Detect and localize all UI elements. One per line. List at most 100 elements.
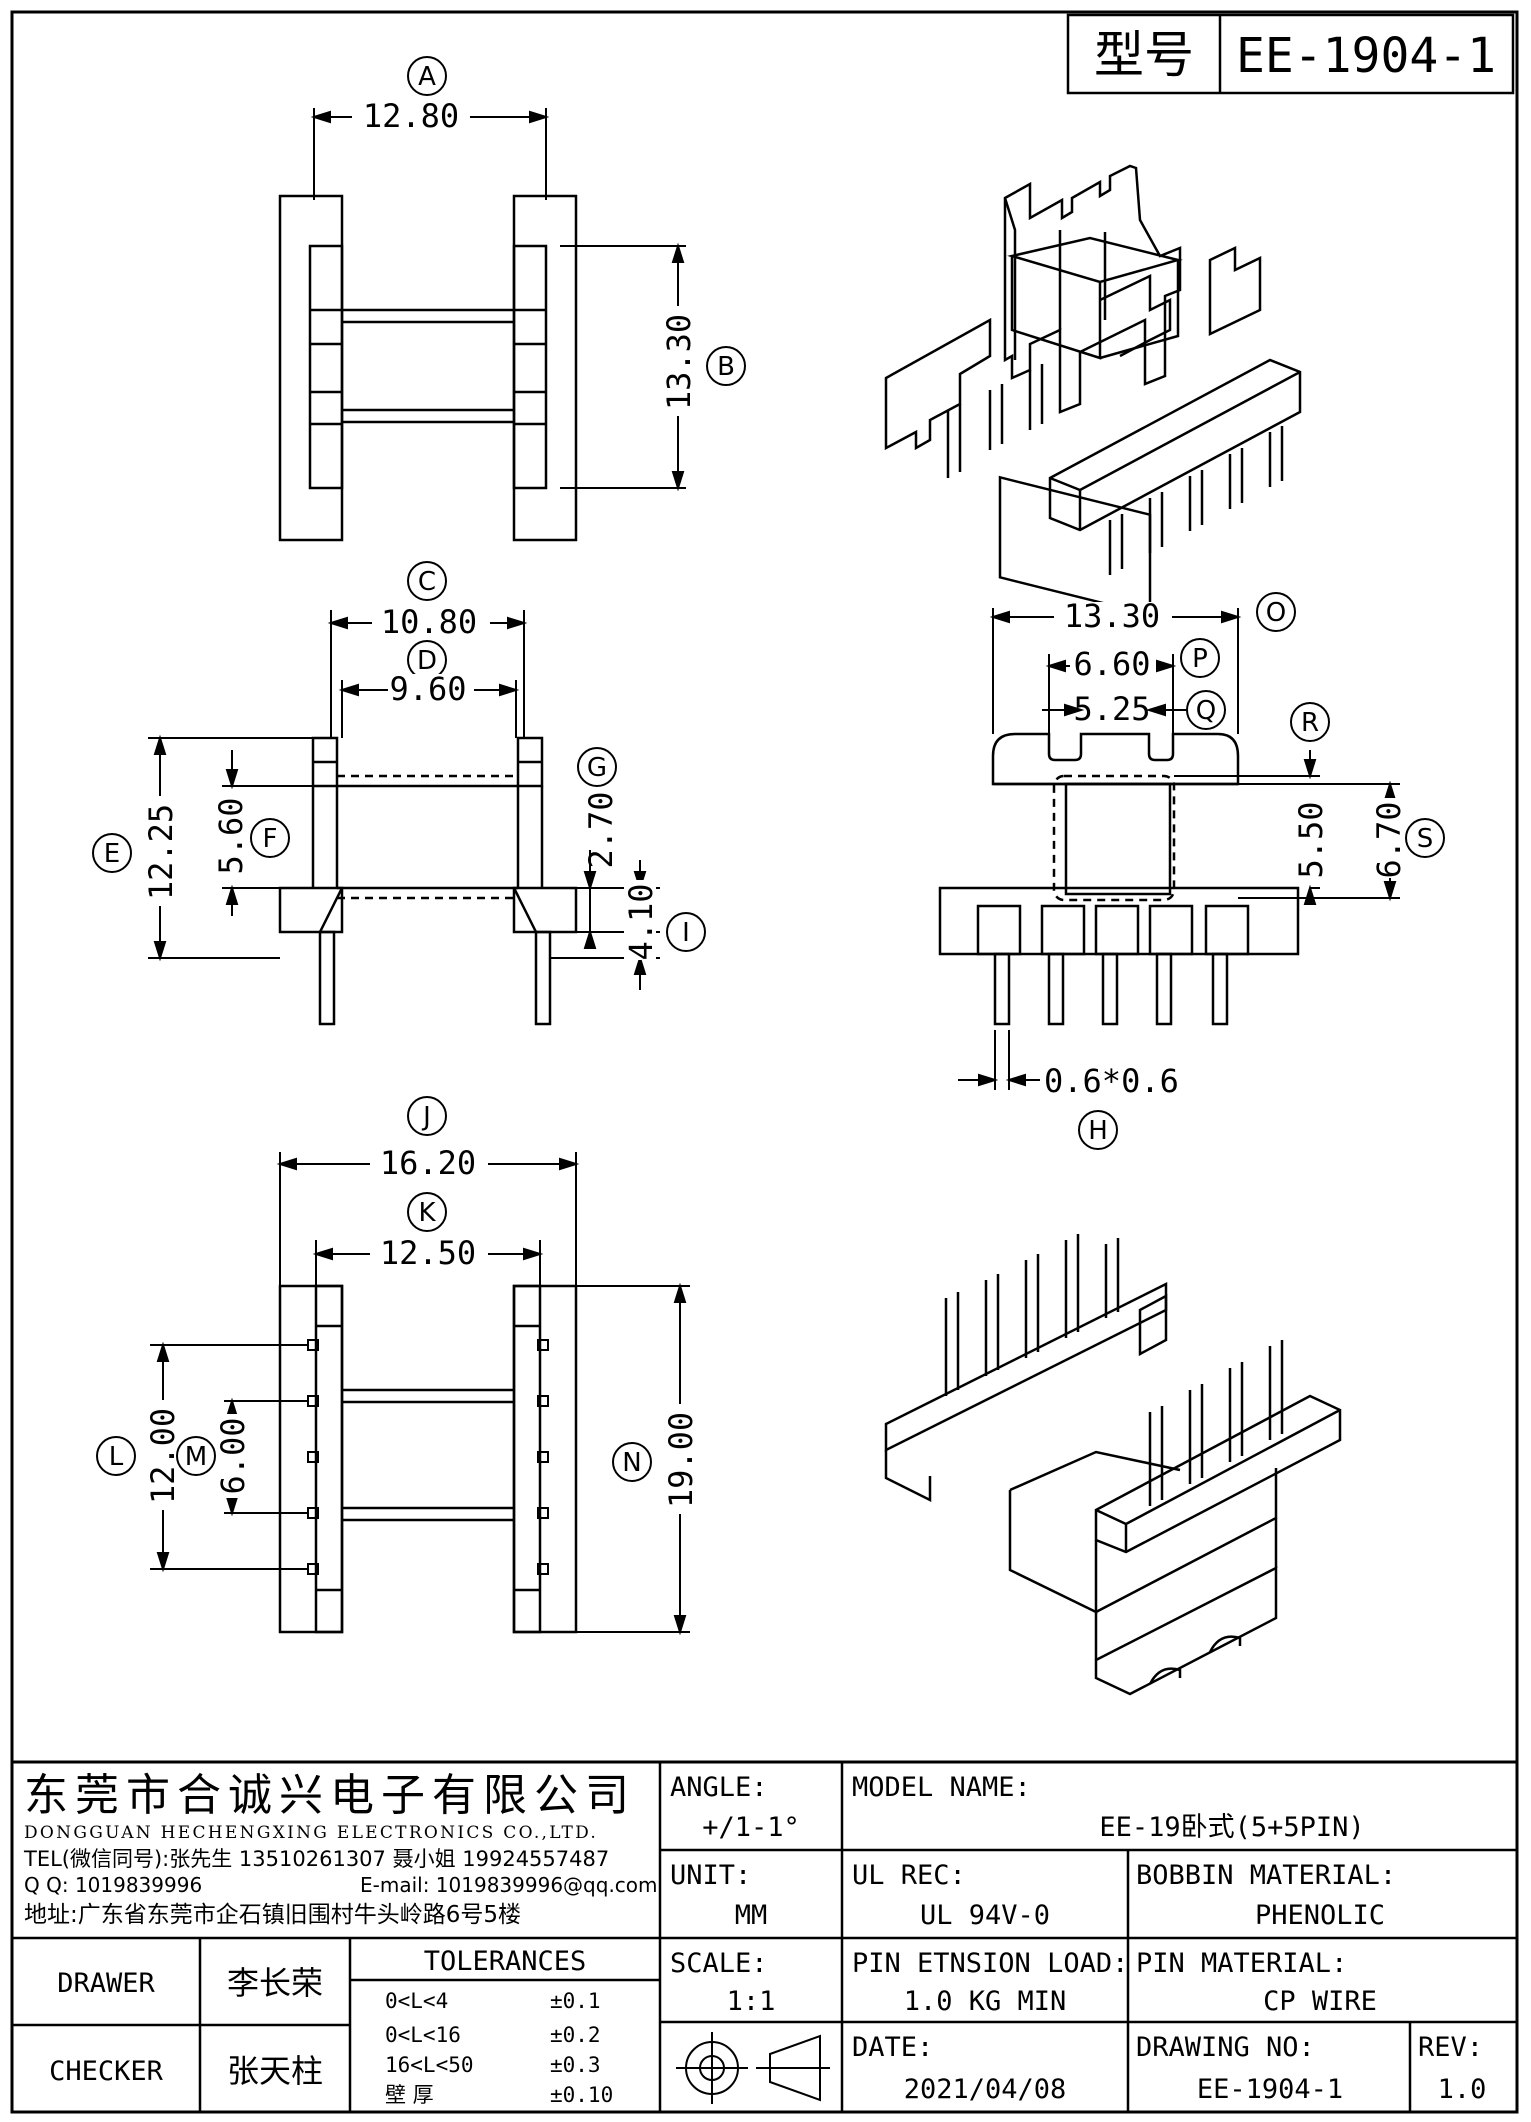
bobbin-value: PHENOLIC [1255, 1900, 1385, 1931]
tolerances-title: TOLERANCES [424, 1946, 587, 1977]
company-block: 东莞市合诚兴电子有限公司 DONGGUAN HECHENGXING ELECTR… [23, 1770, 658, 1928]
tolerance-value: ±0.3 [550, 2053, 601, 2077]
dim-H-value: 0.6*0.6 [1044, 1062, 1179, 1100]
tolerance-value: ±0.10 [550, 2083, 613, 2107]
dim-B: B 13.30 [660, 306, 746, 416]
dim-O: O 13.30 [1054, 592, 1296, 635]
dim-E: E 12.25 [92, 796, 180, 906]
dim-L-value: 12.00 [144, 1408, 182, 1504]
isometric-view-top [884, 164, 1302, 617]
dim-A: A 12.80 [352, 56, 470, 135]
checker-label: CHECKER [49, 2056, 164, 2087]
dim-D-value: 9.60 [389, 670, 466, 708]
drawing-no-value: EE-1904-1 [1197, 2074, 1343, 2105]
dim-C-letter: C [418, 567, 436, 597]
dim-R: R [1290, 702, 1330, 742]
pin-material-value: CP WIRE [1263, 1986, 1377, 2017]
dim-O-letter: O [1266, 598, 1286, 628]
pin-load-value: 1.0 KG MIN [904, 1986, 1067, 2017]
pin-material-label: PIN MATERIAL: [1136, 1948, 1347, 1979]
sheet-border [10, 10, 1519, 2114]
dim-L: L 12.00 [96, 1400, 182, 1510]
dim-D: D 9.60 [388, 640, 474, 708]
dim-L-letter: L [109, 1442, 124, 1472]
dim-S2-value: 5.50 [1292, 801, 1330, 878]
company-address: 地址:广东省东莞市企石镇旧围村牛头岭路6号5楼 [24, 1902, 521, 1928]
dim-Q-letter: Q [1196, 696, 1216, 726]
dim-O-value: 13.30 [1064, 597, 1160, 635]
company-name-en: DONGGUAN HECHENGXING ELECTRONICS CO.,LTD… [24, 1823, 598, 1843]
dim-P-value: 6.60 [1073, 645, 1150, 683]
drawer-value: 李长荣 [227, 1964, 323, 2002]
checker-value: 张天柱 [227, 2052, 323, 2090]
company-name-cn: 东莞市合诚兴电子有限公司 [24, 1770, 636, 1821]
dim-G-value: 2.70 [582, 791, 620, 868]
dim-J: J 16.20 [370, 1096, 488, 1182]
tolerance-range: 壁 厚 [385, 2083, 434, 2107]
dim-M-value: 6.00 [214, 1417, 252, 1494]
dim-N-value: 19.00 [662, 1412, 700, 1508]
ul-value: UL 94V-0 [920, 1900, 1050, 1931]
dim-R-S-lines [1174, 750, 1400, 905]
dim-B-letter: B [717, 352, 735, 382]
side-view [938, 732, 1300, 1026]
dim-F-letter: F [263, 824, 278, 854]
dim-K-letter: K [418, 1198, 436, 1228]
dim-A-letter: A [418, 62, 436, 92]
drawing-no-label: DRAWING NO: [1136, 2032, 1315, 2063]
front-view [278, 736, 578, 1026]
company-tel: TEL(微信同号):张先生 13510261307 聂小姐 1992455748… [23, 1847, 609, 1871]
dim-H-letter: H [1088, 1116, 1108, 1146]
date-label: DATE: [852, 2032, 933, 2063]
dim-A-value: 12.80 [363, 97, 459, 135]
unit-value: MM [735, 1900, 768, 1931]
dim-O-P-Q-lines [989, 608, 1242, 734]
bottom-view [278, 1284, 578, 1634]
dim-J-value: 16.20 [380, 1144, 476, 1182]
rev-value: 1.0 [1438, 2074, 1487, 2105]
dim-C: C 10.80 [372, 561, 490, 641]
pin-load-label: PIN ETNSION LOAD: [852, 1948, 1128, 1979]
dim-B-value: 13.30 [660, 314, 698, 410]
angle-value: +/1-1° [702, 1812, 800, 1843]
scale-value: 1:1 [727, 1986, 776, 2017]
dim-I-letter: I [682, 918, 690, 948]
tolerance-value: ±0.2 [550, 2023, 601, 2047]
company-qq: Q Q: 1019839996 [24, 1873, 202, 1897]
rev-label: REV: [1418, 2032, 1483, 2063]
dim-H: 0.6*0.6 H [1044, 1062, 1179, 1150]
dim-K: K 12.50 [370, 1192, 488, 1272]
top-view [278, 194, 578, 542]
tolerance-range: 0<L<16 [385, 2023, 461, 2047]
dim-R-letter: R [1301, 708, 1319, 738]
model-title-box: 型号 EE-1904-1 [1066, 13, 1515, 95]
tolerance-rows: 0<L<4 ±0.1 0<L<16 ±0.2 16<L<50 ±0.3 壁 厚 … [385, 1989, 613, 2107]
dim-N-letter: N [622, 1448, 641, 1478]
dim-D-letter: D [417, 646, 437, 676]
dim-I: I 4.10 [622, 880, 706, 961]
bobbin-label: BOBBIN MATERIAL: [1136, 1860, 1396, 1891]
projection-symbol-icon [676, 2032, 830, 2104]
dim-S-value: 6.70 [1370, 801, 1408, 878]
dim-H-lines [958, 1030, 1040, 1090]
dim-G: G 2.70 [577, 747, 620, 869]
dim-E-value: 12.25 [142, 804, 180, 900]
drawer-label: DRAWER [57, 1968, 155, 1999]
dim-I-value: 4.10 [622, 883, 660, 960]
model-name-value: EE-19卧式(5+5PIN) [1099, 1812, 1364, 1843]
scale-label: SCALE: [670, 1948, 768, 1979]
dim-N: N 19.00 [612, 1404, 700, 1514]
dim-E-letter: E [104, 839, 120, 869]
dim-C-value: 10.80 [381, 603, 477, 641]
dim-Q: Q 5.25 [1073, 690, 1226, 730]
date-value: 2021/04/08 [904, 2074, 1067, 2105]
tolerance-value: ±0.1 [550, 1989, 601, 2013]
angle-label: ANGLE: [670, 1772, 768, 1803]
isometric-view-bottom [884, 1234, 1342, 1696]
dim-P: P 6.60 [1070, 638, 1220, 683]
ul-label: UL REC: [852, 1860, 966, 1891]
tolerance-range: 16<L<50 [385, 2053, 474, 2077]
dim-F-value: 5.60 [212, 797, 250, 874]
